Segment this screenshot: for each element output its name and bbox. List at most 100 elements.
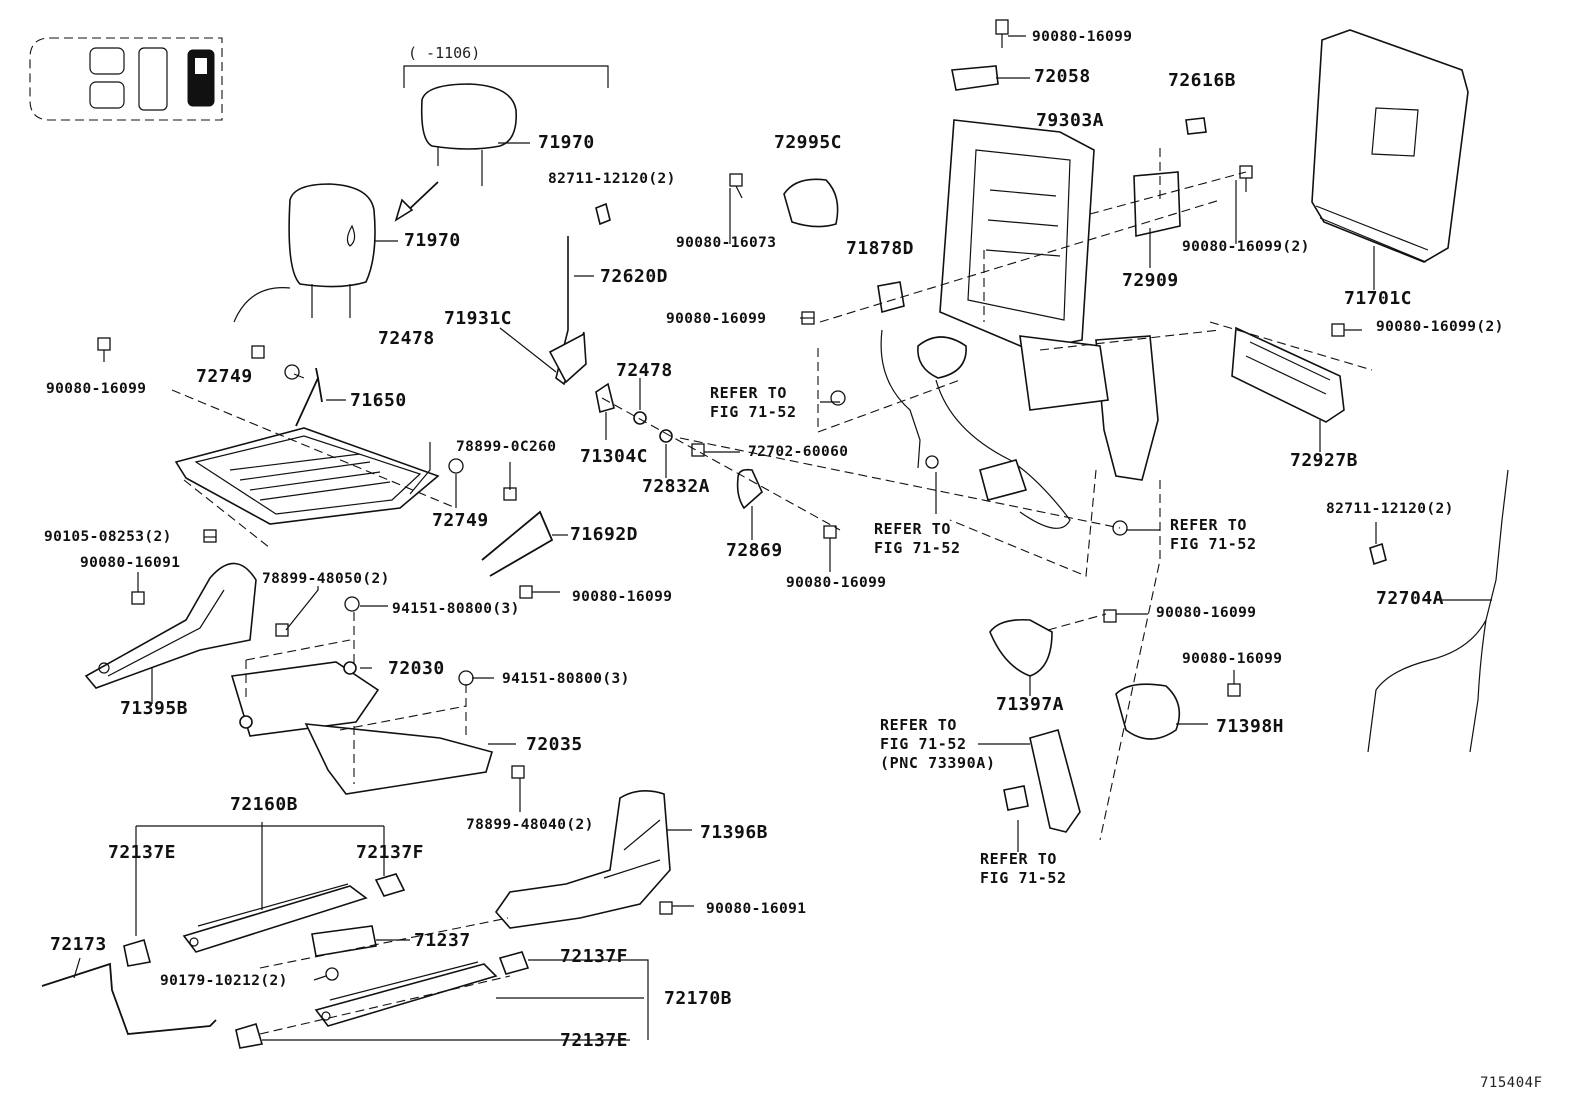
headrest-upper — [420, 83, 517, 186]
part-label[interactable]: 72478 — [616, 360, 673, 381]
part-label[interactable]: 90105-08253(2) — [44, 529, 172, 545]
part-label[interactable]: 78899-48040(2) — [466, 817, 594, 833]
part-label[interactable]: 94151-80800(3) — [392, 601, 520, 617]
part-label[interactable]: 72749 — [196, 366, 253, 387]
part-label[interactable]: 90080-16099 — [572, 589, 673, 605]
seat-track-72160B — [182, 883, 368, 953]
part-label[interactable]: 90080-16091 — [80, 555, 181, 571]
part-label[interactable]: 72832A — [642, 476, 711, 497]
part-label[interactable]: 72616B — [1168, 70, 1237, 91]
part-label[interactable]: 90080-16099(2) — [1182, 239, 1310, 255]
washer-72832A — [659, 429, 673, 443]
part-label[interactable]: 90080-16099 — [1156, 605, 1257, 621]
cover-72927B-ribs — [1245, 341, 1331, 395]
install-arrowhead — [394, 198, 414, 222]
part-label[interactable]: 72160B — [230, 794, 299, 815]
part-label[interactable]: 72478 — [378, 328, 435, 349]
part-label[interactable]: 71237 — [414, 930, 471, 951]
part-label[interactable]: 72030 — [388, 658, 445, 679]
cable-72704A — [1367, 469, 1509, 753]
refer-note[interactable]: REFER TO FIG 71-52 — [710, 384, 797, 422]
part-label[interactable]: 78899-0C260 — [456, 439, 557, 455]
part-label[interactable]: 71397A — [996, 694, 1065, 715]
track-plate-71237 — [311, 925, 377, 957]
refer-note[interactable]: REFER TO FIG 71-52 — [874, 520, 961, 558]
bracket-71931C — [548, 332, 587, 384]
hinge-cover-71398H — [1115, 683, 1181, 740]
refer-note[interactable]: REFER TO FIG 71-52 — [1170, 516, 1257, 554]
cap-72137E-a — [123, 938, 152, 967]
side-shield-71395B — [84, 562, 257, 689]
part-label[interactable]: 72995C — [774, 132, 843, 153]
part-label[interactable]: 72927B — [1290, 450, 1359, 471]
part-label[interactable]: 72137F — [560, 946, 629, 967]
part-label[interactable]: 71701C — [1344, 288, 1413, 309]
cable-assembly — [880, 329, 1071, 529]
part-label[interactable]: 90080-16099 — [786, 575, 887, 591]
part-label[interactable]: 90080-16099(2) — [1376, 319, 1504, 335]
figure-code: 715404F — [1480, 1075, 1543, 1091]
part-label[interactable]: 72170B — [664, 988, 733, 1009]
part-label[interactable]: 90179-10212(2) — [160, 973, 288, 989]
part-label[interactable]: 90080-16099 — [1032, 29, 1133, 45]
part-label[interactable]: 71398H — [1216, 716, 1285, 737]
part-label[interactable]: 78899-48050(2) — [262, 571, 390, 587]
cover-72995C — [783, 178, 839, 228]
back-board-71701C — [1311, 29, 1469, 263]
part-label[interactable]: 72620D — [600, 266, 669, 287]
part-label[interactable]: 72137F — [356, 842, 425, 863]
part-label[interactable]: 72058 — [1034, 66, 1091, 87]
part-label[interactable]: 82711-12120(2) — [548, 171, 676, 187]
part-label[interactable]: 72749 — [432, 510, 489, 531]
leader-lines — [73, 35, 1492, 1041]
wire-72173 — [41, 962, 217, 1035]
part-label[interactable]: 82711-12120(2) — [1326, 501, 1454, 517]
part-71878D — [877, 281, 905, 314]
refer-note[interactable]: REFER TO FIG 71-52 (PNC 73390A) — [880, 716, 996, 773]
headrest-lower — [288, 183, 376, 318]
part-label[interactable]: 72173 — [50, 934, 107, 955]
part-label[interactable]: 72909 — [1122, 270, 1179, 291]
part-label[interactable]: 71931C — [444, 308, 513, 329]
part-label[interactable]: 90080-16091 — [706, 901, 807, 917]
recliner-motor — [917, 336, 967, 379]
refer-note[interactable]: REFER TO FIG 71-52 — [980, 850, 1067, 888]
seat-adjuster-frame — [230, 639, 494, 795]
part-label[interactable]: 90080-16073 — [676, 235, 777, 251]
part-label[interactable]: 71970 — [404, 230, 461, 251]
lock-mechanism — [979, 459, 1028, 501]
part-label[interactable]: 71970 — [538, 132, 595, 153]
part-label[interactable]: 79303A — [1036, 110, 1105, 131]
part-72869 — [736, 468, 763, 510]
seat-belt-buckle — [1029, 729, 1081, 833]
range-note: ( -1106) — [408, 44, 481, 62]
part-71304C — [595, 382, 615, 414]
part-label[interactable]: 72702-60060 — [748, 444, 849, 460]
part-label[interactable]: 72869 — [726, 540, 783, 561]
knob-72058 — [951, 65, 999, 91]
buckle-bolt — [1003, 785, 1029, 811]
seat-cushion-frame — [174, 367, 440, 525]
part-label[interactable]: 71396B — [700, 822, 769, 843]
vehicle-locator-icon — [29, 37, 223, 121]
part-label[interactable]: 72137E — [108, 842, 177, 863]
part-label[interactable]: 90080-16099 — [46, 381, 147, 397]
part-label[interactable]: 90080-16099 — [666, 311, 767, 327]
part-label[interactable]: 71304C — [580, 446, 649, 467]
cover-72927B — [1231, 326, 1345, 423]
washer-72478 — [633, 411, 647, 425]
part-label[interactable]: 72704A — [1376, 588, 1445, 609]
part-72909 — [1133, 171, 1181, 237]
part-label[interactable]: 72137E — [560, 1030, 629, 1051]
part-label[interactable]: 72035 — [526, 734, 583, 755]
hardware-fasteners — [97, 19, 1345, 981]
part-label[interactable]: 90080-16099 — [1182, 651, 1283, 667]
range-bracket — [403, 65, 609, 88]
part-label[interactable]: 71878D — [846, 238, 915, 259]
part-label[interactable]: 94151-80800(3) — [502, 671, 630, 687]
part-72616B — [1185, 117, 1207, 135]
part-label[interactable]: 71692D — [570, 524, 639, 545]
part-label[interactable]: 71395B — [120, 698, 189, 719]
part-label[interactable]: 71650 — [350, 390, 407, 411]
